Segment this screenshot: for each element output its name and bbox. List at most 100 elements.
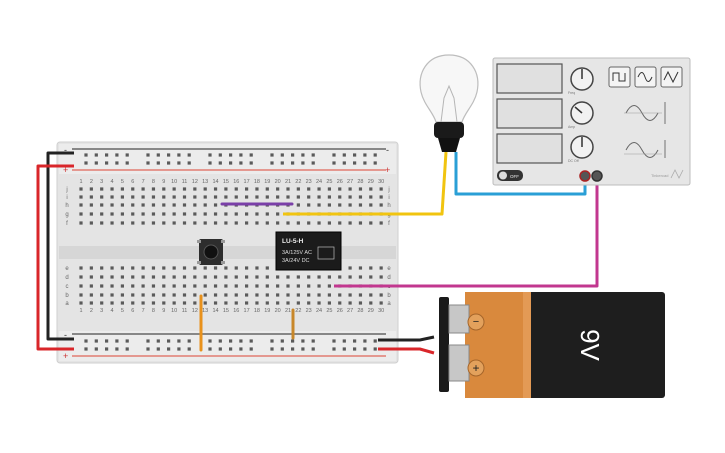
breadboard-hole[interactable] [141, 212, 145, 216]
breadboard-hole[interactable] [120, 187, 124, 191]
breadboard-hole[interactable] [327, 275, 331, 279]
breadboard-hole[interactable] [369, 195, 373, 199]
breadboard-hole[interactable] [208, 347, 212, 351]
breadboard-hole[interactable] [213, 195, 218, 199]
breadboard-hole[interactable] [286, 301, 290, 305]
breadboard-hole[interactable] [193, 212, 197, 216]
breadboard-hole[interactable] [373, 153, 377, 157]
breadboard-hole[interactable] [358, 266, 363, 270]
breadboard-hole[interactable] [358, 221, 363, 225]
terminal-positive[interactable] [579, 170, 591, 182]
breadboard-hole[interactable] [141, 203, 145, 207]
breadboard-hole[interactable] [307, 275, 311, 279]
breadboard-hole[interactable] [213, 293, 218, 297]
breadboard-hole[interactable] [239, 347, 243, 351]
breadboard-hole[interactable] [363, 339, 367, 343]
breadboard-hole[interactable] [291, 161, 295, 165]
breadboard-hole[interactable] [89, 284, 93, 288]
breadboard-hole[interactable] [280, 161, 284, 165]
breadboard-hole[interactable] [307, 284, 311, 288]
breadboard-hole[interactable] [89, 187, 93, 191]
breadboard-hole[interactable] [156, 153, 160, 157]
breadboard-hole[interactable] [245, 301, 249, 305]
breadboard-hole[interactable] [353, 161, 357, 165]
breadboard-hole[interactable] [358, 195, 363, 199]
breadboard-hole[interactable] [327, 195, 331, 199]
breadboard-hole[interactable] [332, 339, 336, 343]
breadboard-hole[interactable] [286, 293, 290, 297]
breadboard-hole[interactable] [363, 153, 367, 157]
breadboard-hole[interactable] [203, 187, 207, 191]
frequency-knob[interactable] [570, 67, 594, 91]
breadboard-hole[interactable] [146, 339, 150, 343]
breadboard-hole[interactable] [187, 347, 191, 351]
breadboard-hole[interactable] [89, 301, 93, 305]
breadboard-hole[interactable] [338, 275, 342, 279]
breadboard-hole[interactable] [120, 221, 124, 225]
breadboard-hole[interactable] [307, 293, 311, 297]
breadboard-hole[interactable] [213, 203, 218, 207]
breadboard-hole[interactable] [203, 195, 207, 199]
breadboard-hole[interactable] [156, 161, 160, 165]
breadboard-hole[interactable] [234, 275, 238, 279]
breadboard-hole[interactable] [249, 339, 253, 343]
breadboard-hole[interactable] [307, 301, 311, 305]
breadboard-hole[interactable] [84, 161, 88, 165]
breadboard-hole[interactable] [172, 266, 176, 270]
breadboard-hole[interactable] [296, 203, 300, 207]
breadboard-hole[interactable] [172, 284, 176, 288]
breadboard-hole[interactable] [125, 153, 129, 157]
breadboard-hole[interactable] [332, 347, 336, 351]
breadboard-hole[interactable] [265, 221, 269, 225]
breadboard-hole[interactable] [301, 161, 305, 165]
breadboard-hole[interactable] [115, 153, 119, 157]
breadboard-hole[interactable] [245, 275, 249, 279]
breadboard-hole[interactable] [270, 153, 274, 157]
breadboard-hole[interactable] [363, 161, 367, 165]
breadboard-hole[interactable] [379, 221, 383, 225]
breadboard-hole[interactable] [213, 266, 218, 270]
breadboard-hole[interactable] [218, 339, 222, 343]
breadboard-hole[interactable] [120, 203, 124, 207]
breadboard-hole[interactable] [327, 187, 331, 191]
black-rail-wire[interactable] [46, 151, 74, 341]
breadboard-hole[interactable] [338, 195, 342, 199]
breadboard-hole[interactable] [234, 266, 238, 270]
breadboard-hole[interactable] [270, 347, 274, 351]
breadboard-hole[interactable] [187, 153, 191, 157]
yellow-bulb-wire[interactable] [283, 151, 448, 216]
breadboard-hole[interactable] [255, 195, 259, 199]
battery-9v[interactable]: − + 9V [439, 292, 665, 398]
breadboard-hole[interactable] [296, 221, 300, 225]
breadboard-hole[interactable] [286, 187, 290, 191]
breadboard-hole[interactable] [177, 161, 181, 165]
breadboard-hole[interactable] [327, 293, 331, 297]
breadboard-hole[interactable] [373, 161, 377, 165]
breadboard-hole[interactable] [317, 284, 321, 288]
breadboard-hole[interactable] [182, 203, 187, 207]
breadboard-hole[interactable] [177, 153, 181, 157]
breadboard-hole[interactable] [193, 301, 197, 305]
breadboard-hole[interactable] [224, 301, 228, 305]
breadboard-hole[interactable] [332, 161, 336, 165]
breadboard-hole[interactable] [234, 284, 238, 288]
breadboard-hole[interactable] [182, 301, 187, 305]
breadboard-hole[interactable] [301, 347, 305, 351]
breadboard-hole[interactable] [89, 293, 93, 297]
breadboard-hole[interactable] [172, 221, 176, 225]
breadboard-hole[interactable] [100, 266, 104, 270]
breadboard-hole[interactable] [131, 284, 135, 288]
magenta-generator-wire[interactable] [334, 178, 599, 288]
breadboard-hole[interactable] [151, 187, 156, 191]
breadboard-hole[interactable] [203, 301, 207, 305]
blue-bulb-wire[interactable] [454, 152, 587, 196]
breadboard-hole[interactable] [172, 203, 176, 207]
breadboard-hole[interactable] [151, 212, 156, 216]
breadboard-hole[interactable] [348, 275, 352, 279]
light-bulb[interactable] [419, 54, 479, 152]
breadboard-hole[interactable] [296, 293, 300, 297]
breadboard-hole[interactable] [208, 153, 212, 157]
breadboard-hole[interactable] [172, 301, 176, 305]
breadboard-hole[interactable] [369, 187, 373, 191]
breadboard-hole[interactable] [301, 339, 305, 343]
